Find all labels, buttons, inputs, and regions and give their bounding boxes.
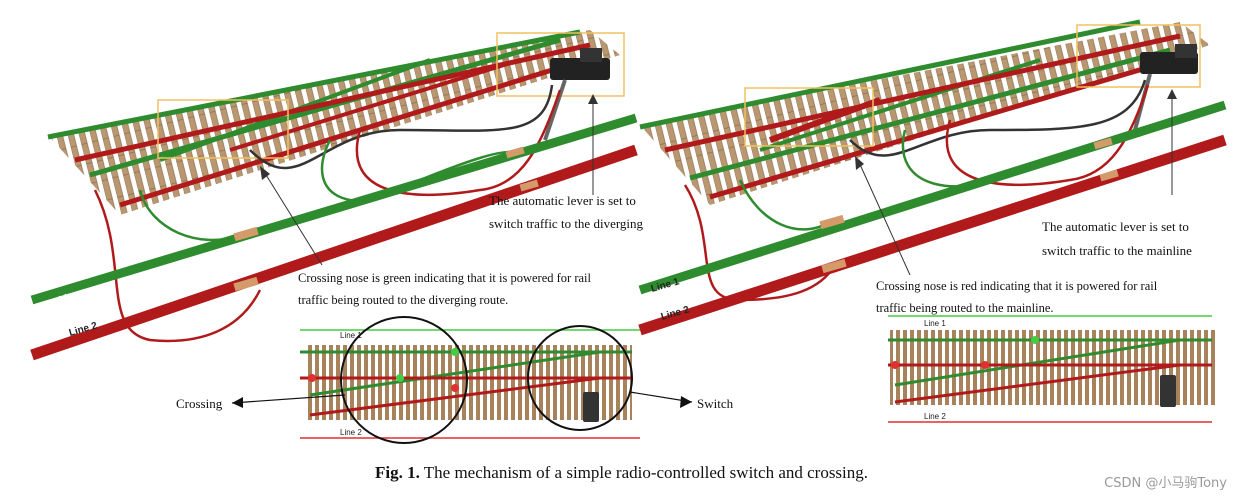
left-lever-note-line1: The automatic lever is set to (489, 193, 636, 208)
left-lever-icon (543, 48, 610, 141)
figure-caption: Fig. 1. The mechanism of a simple radio-… (0, 463, 1243, 483)
left-inset-node-red (451, 384, 459, 392)
left-tie-bed (48, 30, 620, 215)
left-inset-node-red-2 (308, 374, 316, 382)
left-rail-green-diverge (89, 37, 561, 178)
left-crossing-note-line1: Crossing nose is green indicating that i… (298, 271, 592, 285)
right-line1-label: Line 1 (650, 276, 681, 295)
left-crossing-arrowhead (260, 166, 270, 180)
right-rail-green-low (689, 47, 1171, 181)
right-wire-green-low (738, 179, 831, 231)
left-switch-pointer-head (680, 396, 692, 408)
left-connector-4 (519, 179, 539, 192)
crossing-label: Crossing (176, 396, 223, 411)
figure-caption-text: The mechanism of a simple radio-controll… (423, 463, 869, 482)
left-crossing-box (157, 99, 289, 159)
right-annotations: The automatic lever is set to switch tra… (855, 89, 1192, 315)
left-3d-track: Line 1 Line 2 (30, 29, 638, 361)
right-connector-4 (1099, 169, 1119, 182)
right-lever-note-line2: switch traffic to the mainline (1042, 243, 1192, 258)
left-connector-3 (505, 146, 525, 159)
left-connector-2 (233, 276, 259, 292)
right-lever-arrowhead (1167, 89, 1177, 99)
left-inset-schematic: Line 1 Line 2 Crossing Switch (176, 316, 734, 444)
right-line2-rail (638, 134, 1227, 336)
left-inset-line1-label: Line 1 (340, 331, 362, 340)
right-rail-red-top (664, 33, 1181, 153)
right-inset-schematic: Line 1 Line 2 (888, 315, 1215, 423)
right-crossing-note-line1: Crossing nose is red indicating that it … (876, 279, 1158, 293)
right-rail-red-cross (768, 97, 882, 143)
left-inset-red-diverge (309, 376, 601, 417)
switch-label: Switch (697, 396, 734, 411)
left-wire-red (355, 89, 562, 196)
right-inset-line2-label: Line 2 (924, 412, 946, 421)
left-lever-note-line2: switch traffic to the diverging (489, 216, 644, 231)
right-inset-node-red-2 (891, 361, 899, 369)
left-wire-red-low (93, 189, 262, 343)
right-wire-black (849, 79, 1147, 157)
left-lever-arrowhead (588, 94, 598, 104)
right-inset-green-diverge (894, 338, 1181, 387)
right-lever-note-line1: The automatic lever is set to (1042, 219, 1189, 234)
right-inset-node-green (1031, 336, 1039, 344)
left-crossing-arrow (262, 169, 323, 266)
right-3d-track: Line 1 Line 2 (638, 19, 1227, 336)
right-line1-rail (638, 100, 1227, 295)
left-crossing-note-line2: traffic being routed to the diverging ro… (298, 293, 508, 307)
left-connector-1 (233, 226, 259, 242)
watermark: CSDN @小马驹Tony (1104, 476, 1227, 491)
right-rail-green-top (639, 19, 1141, 130)
right-crossing-arrow (857, 159, 911, 276)
right-connector-1 (819, 214, 845, 230)
left-inset-lever-icon (583, 392, 599, 422)
right-rail-red-low (709, 52, 1191, 200)
left-crossing-pointer-head (232, 397, 243, 408)
left-wire-black (249, 84, 554, 170)
left-switch-circle (527, 325, 633, 431)
figure-caption-prefix: Fig. 1. (374, 463, 420, 482)
left-rail-green-top (47, 29, 581, 140)
right-inset-red-diverge (894, 363, 1181, 404)
left-annotations: The automatic lever is set to switch tra… (260, 94, 644, 307)
left-crossing-pointer (231, 394, 346, 404)
right-crossing-box (744, 87, 874, 147)
left-inset-node-green-2 (451, 348, 459, 356)
right-inset-lever-icon (1160, 375, 1176, 407)
left-inset-green-diverge (309, 350, 601, 397)
right-inset-line1-label: Line 1 (924, 319, 946, 328)
right-wire-red-low (683, 184, 837, 302)
right-connector-2 (821, 258, 847, 274)
right-crossing-arrowhead (855, 156, 864, 170)
left-rail-red-mid (229, 58, 521, 152)
left-crossing-circle (340, 316, 468, 444)
right-switch-box (1076, 24, 1201, 88)
left-inset-line2-label: Line 2 (340, 428, 362, 437)
right-inset-node-red (981, 361, 989, 369)
left-wire-green (320, 139, 516, 202)
right-connector-3 (1093, 137, 1113, 150)
left-line1-rail (30, 113, 638, 305)
right-crossing-note-line2: traffic being routed to the mainline. (876, 301, 1054, 315)
left-inset-node-green (396, 374, 404, 382)
